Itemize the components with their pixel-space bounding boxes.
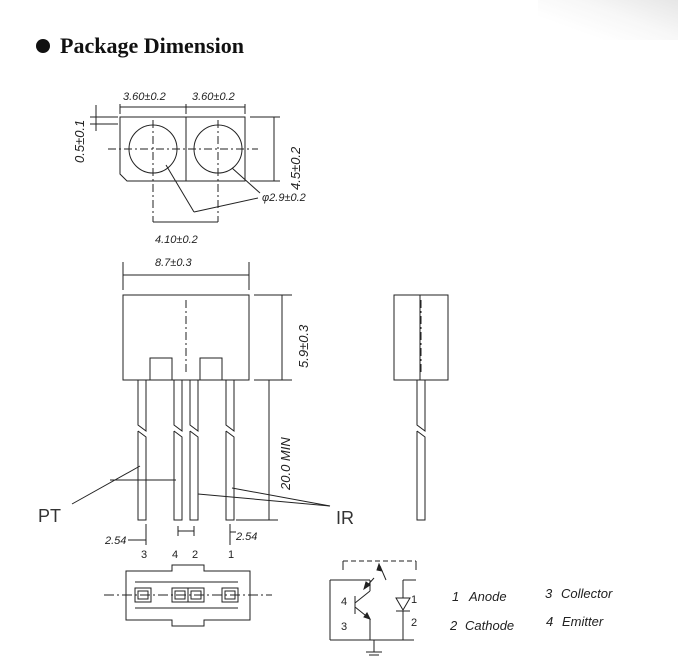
legend-num-1: 1	[452, 589, 459, 604]
dim-body-width: 8.7±0.3	[155, 257, 193, 269]
corner-shadow	[538, 0, 678, 40]
schematic-pin-3: 3	[341, 621, 347, 633]
dim-width-right: 3.60±0.2	[192, 91, 235, 103]
legend-name-anode: Anode	[468, 589, 507, 604]
pin-legend: 1 Anode 3 Collector 2 Cathode 4 Emitter	[449, 586, 613, 633]
dim-lead-length: 20.0 MIN	[278, 437, 293, 491]
dim-pitch-left: 2.54	[104, 535, 126, 547]
dim-pitch-right: 2.54	[235, 531, 257, 543]
section-heading: Package Dimension	[36, 33, 244, 59]
dim-lens-pitch: 4.10±0.2	[155, 234, 198, 246]
pin-label-2: 2	[192, 549, 198, 561]
bullet-icon	[36, 39, 50, 53]
circuit-schematic: 4 3 1 2	[329, 560, 417, 656]
pin-label-3: 3	[141, 549, 147, 561]
label-ir: IR	[336, 508, 354, 528]
leads	[137, 380, 235, 521]
dim-body-height: 5.9±0.3	[296, 324, 311, 368]
legend-num-2: 2	[449, 618, 458, 633]
dim-offset-top: 0.5±0.1	[72, 120, 87, 163]
heading-text: Package Dimension	[60, 33, 244, 58]
pin-label-4: 4	[172, 549, 178, 561]
dim-width-left: 3.60±0.2	[123, 91, 166, 103]
front-view: 8.7±0.3 5.9±0.3 20.0 M	[38, 257, 354, 547]
dim-lens-diameter: φ2.9±0.2	[262, 192, 306, 204]
legend-name-emitter: Emitter	[562, 614, 604, 629]
schematic-pin-1: 1	[411, 594, 417, 606]
label-pt: PT	[38, 506, 61, 526]
side-view	[393, 294, 449, 521]
bottom-view: 3 4 2 1	[104, 549, 272, 627]
schematic-pin-4: 4	[341, 596, 347, 608]
legend-num-3: 3	[545, 586, 553, 601]
legend-name-collector: Collector	[561, 586, 613, 601]
legend-name-cathode: Cathode	[465, 618, 514, 633]
pin-label-1: 1	[228, 549, 234, 561]
dim-height-top: 4.5±0.2	[288, 146, 303, 190]
schematic-pin-2: 2	[411, 617, 417, 629]
top-view: 3.60±0.2 3.60±0.2 0.5±0.1	[72, 91, 306, 246]
legend-num-4: 4	[546, 614, 553, 629]
